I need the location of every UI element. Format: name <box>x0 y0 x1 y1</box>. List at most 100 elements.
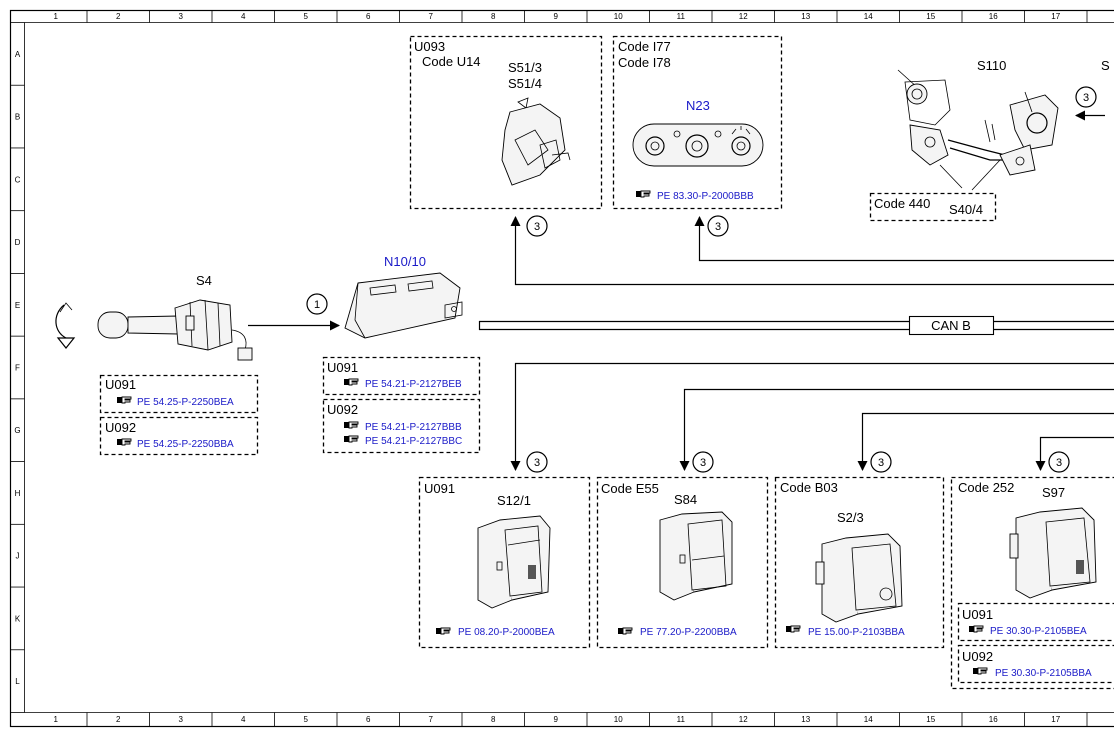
n10-ref-u092-b[interactable]: PE 54.21-P-2127BBC <box>365 436 462 447</box>
can-bus: CAN B <box>479 317 1114 335</box>
svg-text:1: 1 <box>314 299 320 311</box>
s4-ref-u091[interactable]: PE 54.25-P-2250BEA <box>137 397 234 408</box>
column-number: 4 <box>241 12 246 21</box>
pointing-hand-icon <box>344 379 358 385</box>
s4-code-u091: U091 <box>105 377 136 392</box>
s12-label: S12/1 <box>497 493 531 508</box>
svg-text:3: 3 <box>1083 92 1089 104</box>
s2-label: S2/3 <box>837 510 864 525</box>
s51-code: U093 <box>414 39 445 54</box>
component-s51[interactable]: U093 Code U14 S51/3 S51/4 <box>411 37 602 209</box>
s110-label-cut: S <box>1101 58 1110 73</box>
column-number: 6 <box>366 715 371 724</box>
rocker-switch-icon <box>1010 508 1096 598</box>
column-number: 4 <box>241 715 246 724</box>
pointing-hand-icon <box>969 626 983 632</box>
s84-code: Code E55 <box>601 481 659 496</box>
pointing-hand-icon <box>618 628 632 634</box>
column-number: 12 <box>739 12 748 21</box>
column-number: 15 <box>926 12 935 21</box>
s84-ref[interactable]: PE 77.20-P-2200BBA <box>640 627 737 638</box>
pointing-hand-icon <box>973 668 987 674</box>
marker-3: 3 <box>527 216 547 236</box>
column-number: 1 <box>54 12 59 21</box>
column-number: 2 <box>116 12 121 21</box>
svg-text:3: 3 <box>534 457 540 469</box>
s12-ref[interactable]: PE 08.20-P-2000BEA <box>458 627 555 638</box>
n10-ref-u091[interactable]: PE 54.21-P-2127BEB <box>365 379 462 390</box>
s97-ref-u092[interactable]: PE 30.30-P-2105BBA <box>995 668 1092 679</box>
pointing-hand-icon <box>344 422 358 428</box>
s97-label: S97 <box>1042 485 1065 500</box>
n10-code-u092: U092 <box>327 402 358 417</box>
s51-label-2: S51/4 <box>508 76 542 91</box>
pointing-hand-icon <box>436 628 450 634</box>
row-letter: K <box>15 614 21 623</box>
component-s110[interactable]: S110 S Code 440 S40/4 <box>871 58 1111 221</box>
row-letter: F <box>15 364 20 373</box>
s12-code: U091 <box>424 481 455 496</box>
column-number: 12 <box>739 715 748 724</box>
column-number: 11 <box>677 715 686 724</box>
component-n10-10[interactable]: N10/10 U091 PE 54.21-P-2127BEB U092 PE 5… <box>324 254 480 453</box>
s2-ref[interactable]: PE 15.00-P-2103BBA <box>808 627 905 638</box>
n23-label: N23 <box>686 98 710 113</box>
s84-label: S84 <box>674 492 697 507</box>
rocker-switch-icon <box>478 516 550 608</box>
component-s12-1[interactable]: U091 S12/1 PE 08.20-P-2000BEA <box>420 478 590 648</box>
n10-code-u091: U091 <box>327 360 358 375</box>
column-number: 7 <box>429 715 434 724</box>
n10-ref-u092-a[interactable]: PE 54.21-P-2127BBB <box>365 422 462 433</box>
component-s2-3[interactable]: Code B03 S2/3 PE 15.00-P-2103BBA <box>776 478 944 648</box>
column-number: 14 <box>864 715 873 724</box>
component-s84[interactable]: Code E55 S84 PE 77.20-P-2200BBA <box>598 478 768 648</box>
s97-ref-u091[interactable]: PE 30.30-P-2105BEA <box>990 626 1087 637</box>
lower-signal-lines <box>516 364 1114 471</box>
column-number: 13 <box>801 12 810 21</box>
row-letter: A <box>15 50 21 59</box>
row-letter: G <box>14 426 20 435</box>
component-s4[interactable]: S4 U091 PE 54.25-P-2250BEA U092 PE 54.25… <box>56 273 258 455</box>
marker-3: 3 <box>693 452 713 472</box>
drawing-frame <box>11 11 1114 727</box>
climate-control-panel-icon <box>633 124 763 166</box>
s4-ref-u092[interactable]: PE 54.25-P-2250BBA <box>137 439 234 450</box>
svg-text:3: 3 <box>534 221 540 233</box>
row-letter: D <box>15 238 21 247</box>
component-s97[interactable]: Code 252 S97 U091 PE 30.30-P-2105BEA U09… <box>952 478 1114 689</box>
component-n23[interactable]: Code I77 Code I78 N23 PE 83.30-P-2000BBB <box>614 37 782 209</box>
can-bus-label: CAN B <box>931 318 971 333</box>
column-number: 17 <box>1051 12 1060 21</box>
row-letter: J <box>16 552 20 561</box>
marker-3: 3 <box>1076 87 1096 107</box>
svg-text:3: 3 <box>715 221 721 233</box>
s110-code: Code 440 <box>874 196 930 211</box>
n23-code-2: Code I78 <box>618 55 671 70</box>
n23-ref[interactable]: PE 83.30-P-2000BBB <box>657 191 754 202</box>
row-letter: H <box>15 489 21 498</box>
column-number: 3 <box>179 12 184 21</box>
marker-3: 3 <box>527 452 547 472</box>
column-number: 3 <box>179 715 184 724</box>
s51-code2: Code U14 <box>422 54 481 69</box>
seat-adjustment-switch-icon <box>898 70 1058 190</box>
n23-code-1: Code I77 <box>618 39 671 54</box>
svg-text:3: 3 <box>1056 457 1062 469</box>
s97-code-u091: U091 <box>962 607 993 622</box>
svg-text:3: 3 <box>878 457 884 469</box>
column-number: 5 <box>304 715 309 724</box>
rocker-switch-icon <box>816 534 902 622</box>
n10-label: N10/10 <box>384 254 426 269</box>
row-letter: L <box>15 677 20 686</box>
s2-code: Code B03 <box>780 480 838 495</box>
marker-3: 3 <box>708 216 728 236</box>
s40-4-label: S40/4 <box>949 202 983 217</box>
s4-code-u092: U092 <box>105 420 136 435</box>
pointing-hand-icon <box>636 191 650 197</box>
column-number: 16 <box>989 12 998 21</box>
column-number: 11 <box>677 12 686 21</box>
s97-code: Code 252 <box>958 480 1014 495</box>
